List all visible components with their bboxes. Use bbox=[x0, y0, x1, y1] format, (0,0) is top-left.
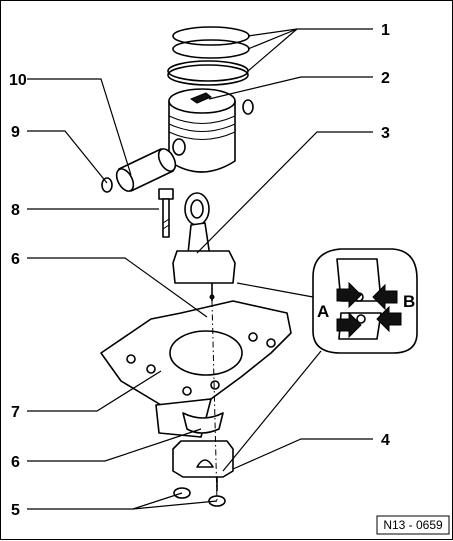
connecting-rod bbox=[172, 192, 236, 301]
callout-4: 4 bbox=[381, 432, 390, 449]
detail-inset bbox=[312, 248, 418, 354]
bearing-cap bbox=[172, 440, 234, 491]
callout-5: 5 bbox=[11, 502, 20, 519]
reference-box bbox=[376, 515, 450, 535]
piston bbox=[168, 88, 236, 173]
callout-2: 2 bbox=[381, 70, 390, 87]
arrow-a-lower bbox=[336, 311, 362, 339]
callout-9: 9 bbox=[11, 124, 20, 141]
callout-7: 7 bbox=[11, 404, 20, 421]
callout-10: 10 bbox=[9, 72, 27, 89]
detail-leader-upper bbox=[236, 282, 314, 298]
callout-3: 3 bbox=[381, 125, 390, 142]
reference-code: N13 - 0659 bbox=[383, 518, 443, 532]
callout-6-upper: 6 bbox=[11, 251, 20, 268]
detail-leader-lower bbox=[222, 350, 322, 472]
arrow-b-lower bbox=[376, 305, 402, 333]
detail-label-a: A bbox=[317, 302, 329, 321]
callout-6-lower: 6 bbox=[11, 454, 20, 471]
leader-lines bbox=[27, 28, 373, 510]
conrod-bolt bbox=[158, 188, 174, 238]
piston-rings bbox=[167, 26, 250, 86]
arrow-b-upper bbox=[372, 283, 398, 311]
piston-pin bbox=[115, 148, 177, 192]
detail-label-b: B bbox=[403, 292, 415, 311]
circlip-left bbox=[101, 177, 113, 193]
assembly-center-line bbox=[211, 300, 218, 502]
callout-8: 8 bbox=[11, 202, 20, 219]
arrow-a-upper bbox=[336, 281, 362, 309]
callout-1: 1 bbox=[381, 22, 390, 39]
circlip-right bbox=[242, 99, 254, 115]
